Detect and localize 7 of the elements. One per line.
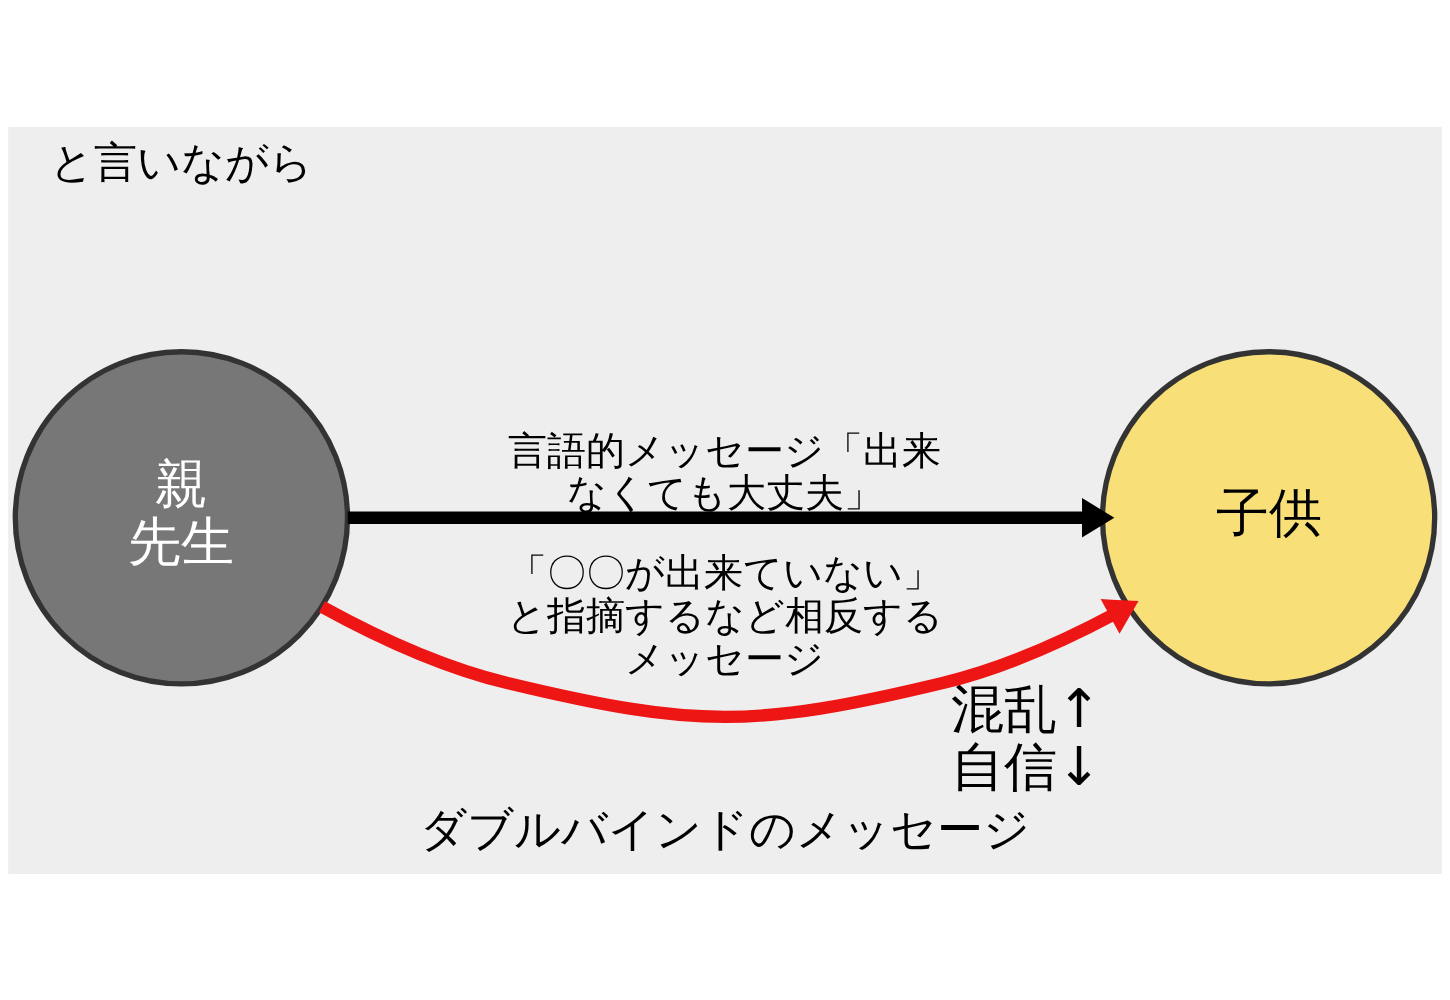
edge-label: 「〇〇が出来ていない」と指摘するなど相反するメッセージ [507, 549, 943, 681]
caption: ダブルバインドのメッセージ [420, 801, 1030, 856]
arrow [319, 598, 1139, 723]
arrow [347, 497, 1115, 538]
edge-label: 言語的メッセージ「出来なくても大丈夫」 [508, 427, 942, 515]
node-circle: 親 先生 [12, 348, 351, 687]
label: と言いながら [49, 136, 313, 187]
